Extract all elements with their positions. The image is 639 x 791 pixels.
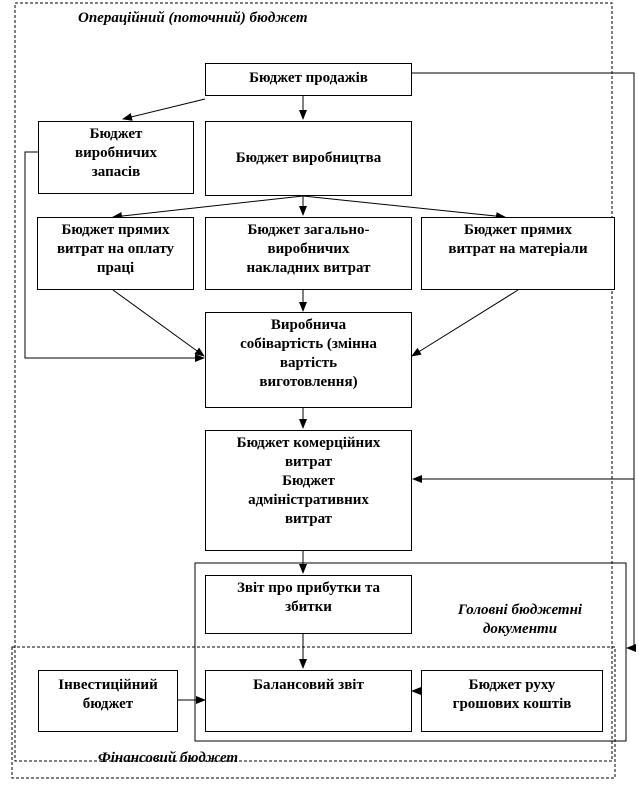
arrow-sales-inventory bbox=[122, 98, 206, 121]
financial-budget-frame bbox=[11, 646, 616, 779]
operating-budget-label: Операційний (поточний) бюджет bbox=[78, 10, 308, 26]
arrow-production-materials bbox=[302, 195, 506, 221]
income-statement-box: Звіт про прибутки та збитки bbox=[205, 575, 412, 634]
commercial-admin-budget-box: Бюджет комерційних витрат Бюджет адмініс… bbox=[205, 430, 412, 551]
arrow-inventory-cost bbox=[24, 151, 205, 362]
cash-flow-budget-box: Бюджет руху грошових коштів bbox=[421, 670, 603, 732]
balance-sheet-box: Балансовий звіт bbox=[205, 670, 412, 732]
inventory-budget-box: Бюджет виробничих запасів bbox=[38, 121, 194, 194]
main-docs-label: Головні бюджетні документи bbox=[457, 602, 583, 637]
arrow-labor-cost bbox=[112, 289, 205, 357]
investment-budget-box: Інвестиційний бюджет bbox=[38, 670, 178, 732]
line-sales-right bbox=[412, 72, 635, 648]
production-cost-box: Виробнича собівартість (змінна вартість … bbox=[205, 312, 412, 408]
materials-budget-box: Бюджет прямих витрат на матеріали bbox=[421, 217, 615, 290]
arrow-production-labor bbox=[112, 195, 304, 220]
operating-budget-frame bbox=[14, 2, 613, 762]
main-docs-frame bbox=[194, 562, 627, 742]
arrow-materials-cost bbox=[411, 289, 519, 357]
sales-budget-box: Бюджет продажів bbox=[205, 63, 412, 96]
overhead-budget-box: Бюджет загально- виробничих накладних ви… bbox=[205, 217, 412, 290]
labor-budget-box: Бюджет прямих витрат на оплату праці bbox=[37, 217, 194, 290]
production-budget-box: Бюджет виробництва bbox=[205, 121, 412, 196]
financial-budget-label: Фінансовий бюджет bbox=[98, 750, 239, 766]
